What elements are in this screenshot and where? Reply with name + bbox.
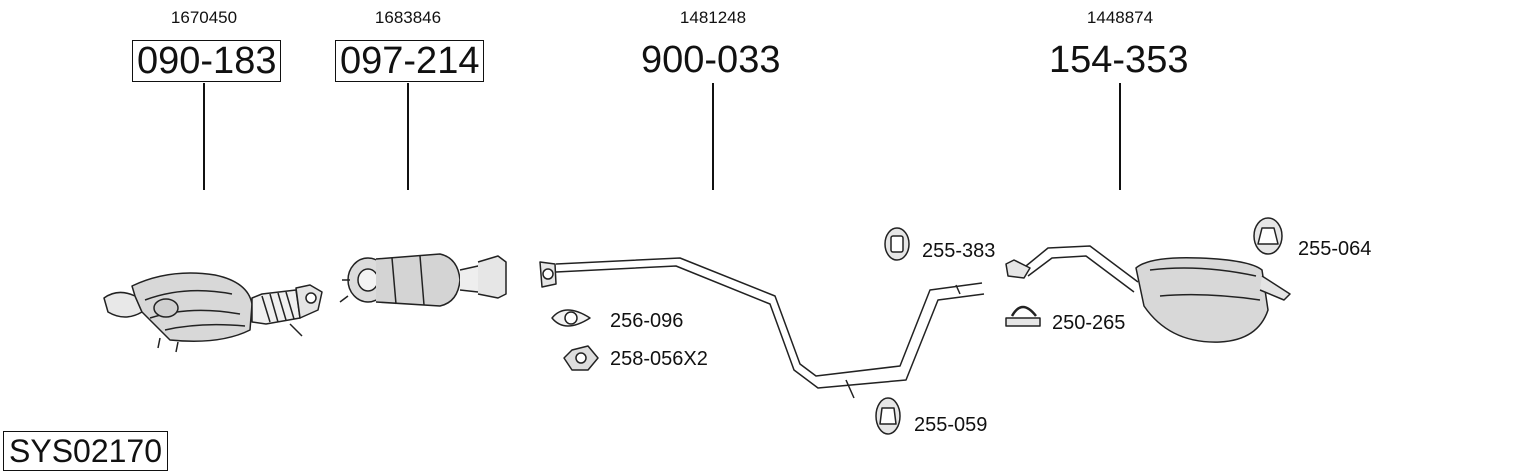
accessory-label-hanger: 255-064 — [1298, 238, 1372, 260]
rubber-hanger-icon[interactable] — [875, 397, 901, 435]
rear-silencer-icon[interactable] — [1005, 245, 1291, 343]
accessory-label-hanger: 255-059 — [914, 414, 988, 436]
leader-line-3 — [712, 83, 714, 190]
accessory-label-nut: 258-056X2 — [610, 348, 708, 370]
part-ref-1: 1670450 — [170, 8, 238, 27]
middle-pipe-icon[interactable] — [539, 257, 985, 399]
accessory-label-clamp: 250-265 — [1052, 312, 1126, 334]
part-number-2[interactable]: 097-214 — [335, 40, 485, 82]
accessory-label-hanger: 255-383 — [922, 240, 996, 262]
system-code-label: SYS02170 — [3, 431, 169, 471]
nut-icon[interactable] — [563, 345, 599, 371]
gasket-icon[interactable] — [551, 309, 591, 327]
part-number-4[interactable]: 154-353 — [1049, 39, 1189, 81]
clamp-icon[interactable] — [1005, 305, 1041, 327]
rubber-hanger-icon[interactable] — [1253, 217, 1283, 255]
part-ref-3: 1481248 — [679, 8, 747, 27]
rubber-hanger-icon[interactable] — [884, 227, 910, 261]
part-ref-2: 1683846 — [374, 8, 442, 27]
leader-line-2 — [407, 83, 409, 190]
leader-line-4 — [1119, 83, 1121, 190]
catalytic-converter-icon[interactable] — [103, 272, 323, 353]
part-number-3[interactable]: 900-033 — [641, 39, 781, 81]
accessory-label-gasket: 256-096 — [610, 310, 684, 332]
particulate-filter-icon[interactable] — [339, 253, 507, 307]
leader-line-1 — [203, 83, 205, 190]
part-ref-4: 1448874 — [1086, 8, 1154, 27]
part-number-1[interactable]: 090-183 — [132, 40, 282, 82]
